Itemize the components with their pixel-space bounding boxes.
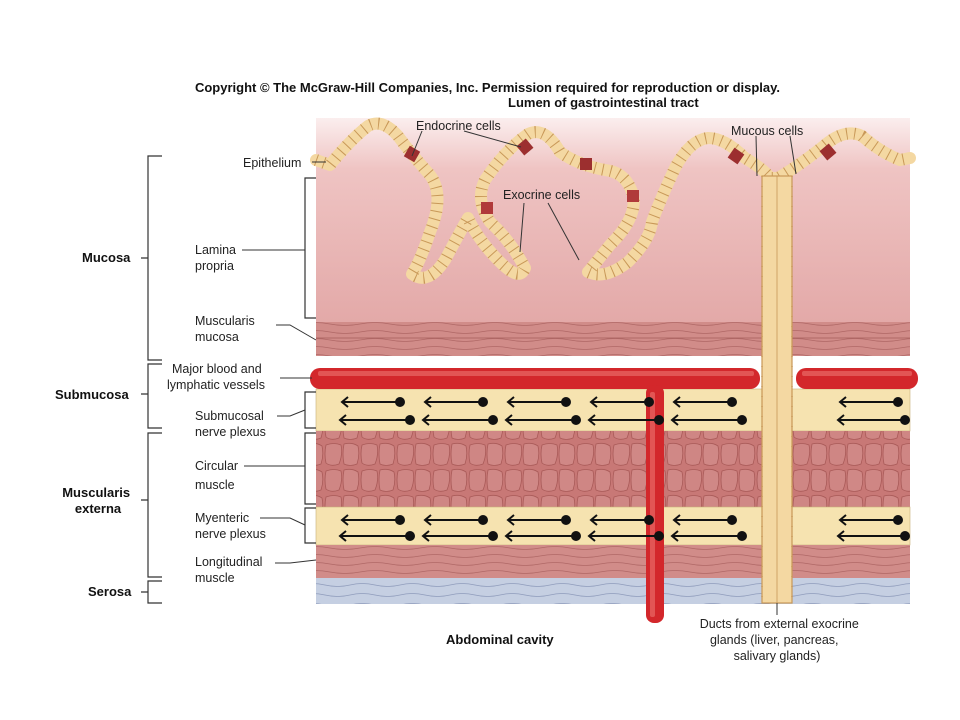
circular-muscle-layer <box>316 431 910 507</box>
nerve-synapse <box>672 396 681 408</box>
neuron-body <box>654 531 664 541</box>
nerve-synapse <box>836 530 845 542</box>
myenteric-plexus-label: Myenteric nerve plexus <box>195 511 266 541</box>
nerve-synapse <box>506 514 515 526</box>
neuron-body <box>727 397 737 407</box>
labels: Lumen of gastrointestinal tract Mucosa S… <box>55 95 863 663</box>
serosa-label: Serosa <box>88 584 132 599</box>
nerve-synapse <box>587 414 596 426</box>
exocrine-cell <box>627 190 639 202</box>
endocrine-cell <box>727 147 745 165</box>
lumen-label: Lumen of gastrointestinal tract <box>508 95 699 110</box>
endocrine-cell <box>819 143 837 161</box>
lamina-propria-label: Lamina propria <box>195 243 239 273</box>
muscularis-externa-bracket <box>141 432 162 578</box>
nerve-synapse <box>587 530 596 542</box>
neuron-body <box>478 397 488 407</box>
mucosa-bracket <box>141 155 162 361</box>
neuron-body <box>478 515 488 525</box>
submucosal-plexus-label: Submucosal nerve plexus <box>195 409 267 439</box>
nerve-synapse <box>421 414 430 426</box>
nerve-synapse <box>338 530 347 542</box>
leader-lines <box>242 130 797 615</box>
neuron-body <box>644 515 654 525</box>
endocrine-cell <box>580 158 592 170</box>
neuron-body <box>654 415 664 425</box>
nerve-synapse <box>340 396 349 408</box>
nerve-synapse <box>423 396 432 408</box>
longitudinal-muscle-label: Longitudinal muscle <box>195 555 266 585</box>
nerve-synapse <box>838 396 847 408</box>
lamina-propria-bracket <box>304 177 316 319</box>
serosa-bracket <box>141 580 162 604</box>
neuron-body <box>737 531 747 541</box>
nerve-synapse <box>672 514 681 526</box>
copyright-notice: Copyright © The McGraw-Hill Companies, I… <box>194 80 781 95</box>
blood-vessels <box>310 368 918 623</box>
serosa-layer <box>316 578 910 604</box>
abdominal-cavity-label: Abdominal cavity <box>446 632 554 647</box>
circular-muscle-label: Circular muscle <box>195 459 242 492</box>
neuron-body <box>571 415 581 425</box>
neuron-body <box>395 397 405 407</box>
muscularis-mucosa-layer <box>316 322 910 356</box>
myenteric-band <box>315 506 911 546</box>
endocrine-cells-label: Endocrine cells <box>416 119 501 133</box>
exocrine-cells-label: Exocrine cells <box>503 188 580 202</box>
neuron-body <box>405 531 415 541</box>
neuron-body <box>395 515 405 525</box>
submucosa-band <box>315 388 911 432</box>
nerve-synapse <box>589 396 598 408</box>
epithelium-surface <box>310 117 916 284</box>
nerve-synapse <box>421 530 430 542</box>
neuron-body <box>900 531 910 541</box>
nerve-synapse <box>838 514 847 526</box>
nerve-synapse <box>340 514 349 526</box>
neuron-body <box>893 515 903 525</box>
submucosa-bracket <box>141 363 162 429</box>
ducts-label: Ducts from external exocrine glands (liv… <box>700 617 863 663</box>
mucosa-label: Mucosa <box>82 250 131 265</box>
nerve-synapse <box>670 530 679 542</box>
muscularis-externa-label: Muscularis externa <box>62 485 134 516</box>
neuron-body <box>488 415 498 425</box>
muscularis-mucosa-label: Muscularis mucosa <box>195 314 258 344</box>
nerve-synapse <box>504 530 513 542</box>
submucosa-inner-bracket <box>304 391 316 429</box>
epithelium-label: Epithelium <box>243 156 301 170</box>
nerve-synapse <box>506 396 515 408</box>
neuron-body <box>561 397 571 407</box>
myenteric-bracket <box>304 507 316 544</box>
mucous-cells-label: Mucous cells <box>731 124 803 138</box>
nerve-synapse <box>338 414 347 426</box>
nerve-synapse <box>504 414 513 426</box>
circular-muscle-bracket <box>304 432 316 505</box>
neuron-body <box>900 415 910 425</box>
layer-brackets <box>141 155 316 604</box>
neuron-body <box>561 515 571 525</box>
nerve-synapse <box>670 414 679 426</box>
neuron-body <box>644 397 654 407</box>
submucosa-label: Submucosa <box>55 387 129 402</box>
exocrine-duct <box>761 175 793 604</box>
neuron-body <box>737 415 747 425</box>
nerve-synapse <box>836 414 845 426</box>
nerve-synapse <box>589 514 598 526</box>
blood-vessels-label: Major blood and lymphatic vessels <box>167 362 265 392</box>
submucosal-nerve-plexus <box>338 396 910 426</box>
neuron-body <box>893 397 903 407</box>
neuron-body <box>488 531 498 541</box>
longitudinal-muscle-layer <box>316 545 910 578</box>
myenteric-nerve-plexus <box>338 514 910 542</box>
neuron-body <box>571 531 581 541</box>
endocrine-cell <box>516 138 534 156</box>
endocrine-cell <box>403 145 421 163</box>
nerve-synapse <box>423 514 432 526</box>
neuron-body <box>727 515 737 525</box>
neuron-body <box>405 415 415 425</box>
tissue-layers <box>315 118 911 604</box>
exocrine-cell <box>481 202 493 214</box>
